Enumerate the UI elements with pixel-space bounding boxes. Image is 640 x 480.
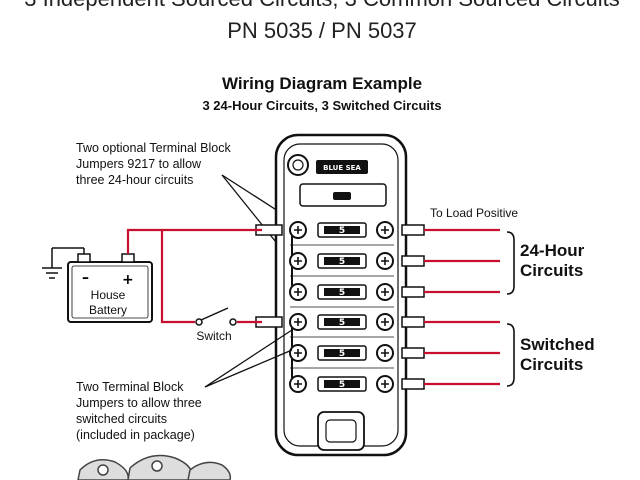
fuse-rating: 5 [339,288,345,298]
load-label: To Load Positive [430,206,518,220]
fuse-row: 5 [289,283,394,308]
note-top-line-2: Jumpers 9217 to allow [76,157,202,171]
note-bottom: Two Terminal Block Jumpers to allow thre… [76,380,202,442]
output-wires [424,228,500,386]
bracket-24h [506,231,515,295]
ring-terminal [401,286,425,298]
ring-terminal [401,224,425,236]
note-top-line-3: three 24-hour circuits [76,173,193,187]
fuse-row: 5 [289,344,394,369]
plus-symbol: + [122,272,134,288]
fuse-row: 5 [289,221,394,246]
ring-terminal [401,347,425,359]
ring-terminal [401,255,425,267]
group-24h-line-1: 24-Hour [520,241,585,260]
ground-icon [42,247,85,279]
note-bottom-line-3: switched circuits [76,412,167,426]
header-top-line: 3 Independent Sourced Circuits, 3 Common… [24,0,620,11]
brand-logo-text: BLUE SEA [323,164,361,172]
note-bottom-line-2: Jumpers to allow three [76,396,202,410]
header-part-numbers: PN 5035 / PN 5037 [227,18,417,43]
fuse-row: 5 [289,252,394,277]
battery-label-line-1: House [91,288,126,302]
ring-terminal [401,378,425,390]
switch-label: Switch [196,329,231,343]
group-switched-line-2: Circuits [520,355,583,374]
input-wires [126,228,262,324]
fuse-rating: 5 [339,257,345,267]
fuse-rating: 5 [339,226,345,236]
ring-terminal [401,316,425,328]
diagram-subtitle: 3 24-Hour Circuits, 3 Switched Circuits [202,98,441,113]
note-bottom-leader [204,329,293,388]
fuse-rating: 5 [339,380,345,390]
note-bottom-line-1: Two Terminal Block [76,380,184,394]
note-top: Two optional Terminal Block Jumpers 9217… [76,141,231,187]
switch-icon [195,307,237,326]
diagram-title: Wiring Diagram Example [222,74,422,93]
jumper-parts-image [77,454,232,480]
minus-symbol: – [82,270,89,286]
brand-logo [316,160,368,174]
note-bottom-line-4: (included in package) [76,428,195,442]
fuse-row: 5 [289,313,394,338]
house-battery: – + House Battery [67,253,153,323]
group-switched-line-1: Switched [520,335,595,354]
fuse-row: 5 [289,375,394,393]
note-top-line-1: Two optional Terminal Block [76,141,231,155]
note-bottom-leader-2 [204,349,293,388]
bracket-switched [506,323,515,387]
group-24h-line-2: Circuits [520,261,583,280]
fuse-rating: 5 [339,318,345,328]
fuse-rating: 5 [339,349,345,359]
battery-label-line-2: Battery [89,303,127,317]
